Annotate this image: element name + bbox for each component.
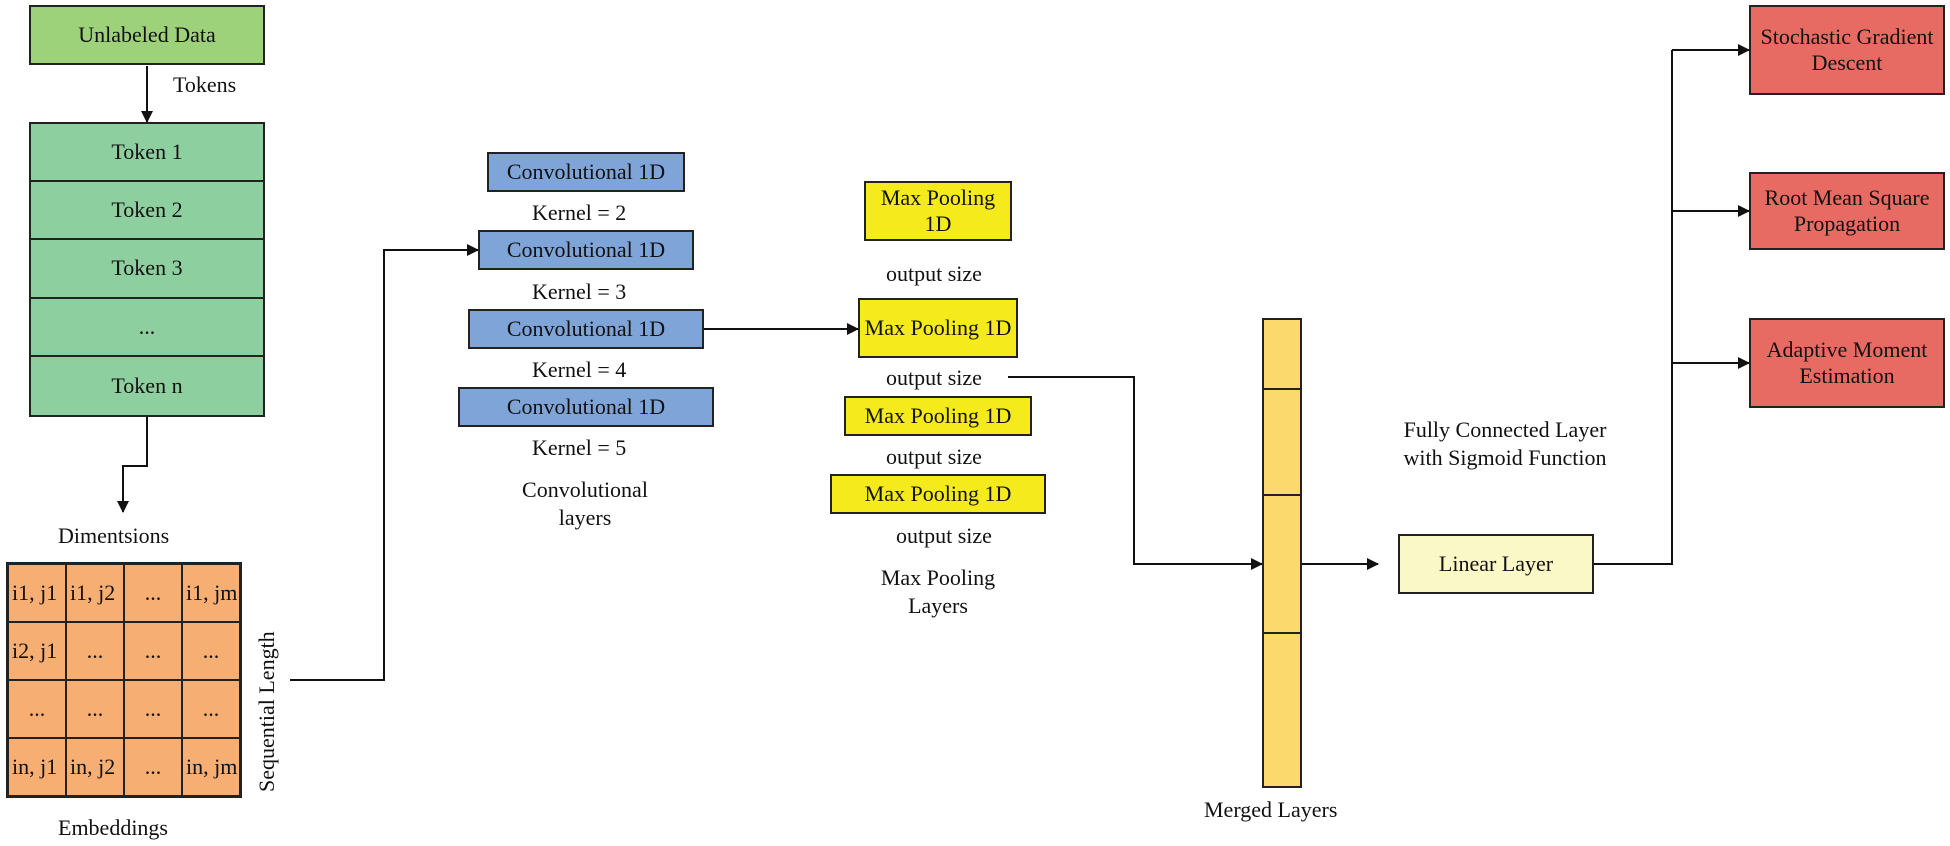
kernel-label-3: Kernel = 4 xyxy=(532,357,627,382)
maxpool-box-3: Max Pooling 1D xyxy=(844,396,1032,436)
sgd-box: Stochastic Gradient Descent xyxy=(1749,5,1945,95)
conv1d-box-3: Convolutional 1D xyxy=(468,309,704,349)
merged-layers-column xyxy=(1262,318,1302,788)
embedding-cell: in, jm xyxy=(182,738,240,796)
merged-divider xyxy=(1264,388,1300,390)
conv1d-box-2: Convolutional 1D xyxy=(478,230,694,270)
adam-box: Adaptive Moment Estimation xyxy=(1749,318,1945,408)
embedding-cell: i1, j1 xyxy=(8,564,66,622)
embedding-cell: ... xyxy=(124,738,182,796)
kernel-label-2: Kernel = 3 xyxy=(532,279,627,304)
embedding-matrix: i1, j1 i1, j2 ... i1, jm i2, j1 ... ... … xyxy=(6,562,242,798)
arrow-linear-to-optimizers xyxy=(1594,50,1673,565)
embedding-cell: i1, j2 xyxy=(66,564,124,622)
arrow-tokens-to-embeddings xyxy=(117,417,148,513)
token-ellipsis: ... xyxy=(29,297,265,357)
arrow-embeddings-to-conv xyxy=(290,244,479,681)
token-n: Token n xyxy=(29,355,265,417)
unlabeled-data-box: Unlabeled Data xyxy=(29,5,265,65)
conv1d-box-1: Convolutional 1D xyxy=(487,152,685,192)
embedding-cell: i2, j1 xyxy=(8,622,66,680)
arrow-pool-to-merged xyxy=(1008,376,1263,570)
embedding-cell: i1, jm xyxy=(182,564,240,622)
token-2: Token 2 xyxy=(29,180,265,240)
maxpool-box-2: Max Pooling 1D xyxy=(858,298,1018,358)
maxpool-box-1: Max Pooling 1D xyxy=(864,181,1012,241)
embedding-cell: ... xyxy=(124,680,182,738)
merged-divider xyxy=(1264,494,1300,496)
maxpool-box-4: Max Pooling 1D xyxy=(830,474,1046,514)
fully-connected-caption: Fully Connected Layer with Sigmoid Funct… xyxy=(1403,417,1607,470)
embedding-cell: in, j1 xyxy=(8,738,66,796)
tokens-label: Tokens xyxy=(173,72,237,97)
maxpool-layers-caption: Max Pooling Layers xyxy=(880,565,996,618)
output-size-label-3: output size xyxy=(886,444,982,469)
embeddings-label: Embeddings xyxy=(58,815,168,840)
embedding-cell: ... xyxy=(182,622,240,680)
merged-layers-caption: Merged Layers xyxy=(1204,797,1338,822)
conv1d-box-4: Convolutional 1D xyxy=(458,387,714,427)
token-1: Token 1 xyxy=(29,122,265,182)
kernel-label-4: Kernel = 5 xyxy=(532,435,627,460)
conv-layers-caption: Convolutional layers xyxy=(522,477,648,530)
rmsprop-box: Root Mean Square Propagation xyxy=(1749,172,1945,250)
sequential-length-label: Sequential Length xyxy=(254,631,279,792)
output-size-label-1: output size xyxy=(886,261,982,286)
output-size-label-4: output size xyxy=(896,523,992,548)
token-stack: Token 1 Token 2 Token 3 ... Token n xyxy=(29,122,265,417)
embedding-cell: ... xyxy=(66,680,124,738)
output-size-label-2: output size xyxy=(886,365,982,390)
linear-layer-box: Linear Layer xyxy=(1398,534,1594,594)
token-3: Token 3 xyxy=(29,238,265,299)
embedding-cell: ... xyxy=(66,622,124,680)
embedding-cell: ... xyxy=(8,680,66,738)
embedding-cell: in, j2 xyxy=(66,738,124,796)
dimensions-label: Dimentsions xyxy=(58,523,170,548)
embedding-cell: ... xyxy=(182,680,240,738)
merged-divider xyxy=(1264,632,1300,634)
embedding-cell: ... xyxy=(124,622,182,680)
embedding-cell: ... xyxy=(124,564,182,622)
kernel-label-1: Kernel = 2 xyxy=(532,200,627,225)
